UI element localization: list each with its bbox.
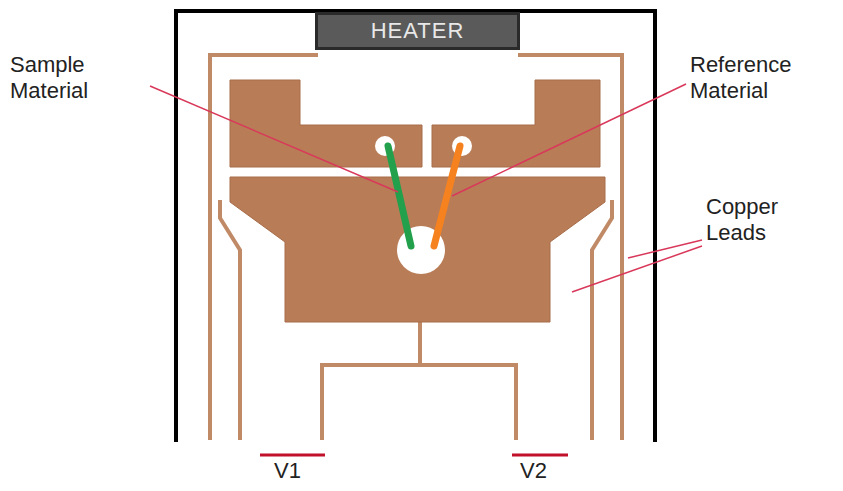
reference-wire (434, 146, 460, 246)
terminal-marks (260, 454, 568, 457)
housing-outline (176, 11, 655, 442)
copper-blocks (230, 80, 605, 322)
part-label: Reference Material (690, 52, 840, 105)
copper-leads (210, 55, 622, 440)
sample-holes (375, 136, 472, 274)
heater-block: HEATER (315, 12, 520, 50)
part-label: Copper Leads (706, 194, 836, 247)
terminal-label: V2 (520, 458, 580, 484)
terminal-label: V1 (274, 458, 334, 484)
part-label: Sample Material (10, 52, 148, 105)
node-label: HEATER (371, 18, 465, 44)
sample-wire (388, 146, 411, 246)
leader-lines (150, 84, 702, 292)
